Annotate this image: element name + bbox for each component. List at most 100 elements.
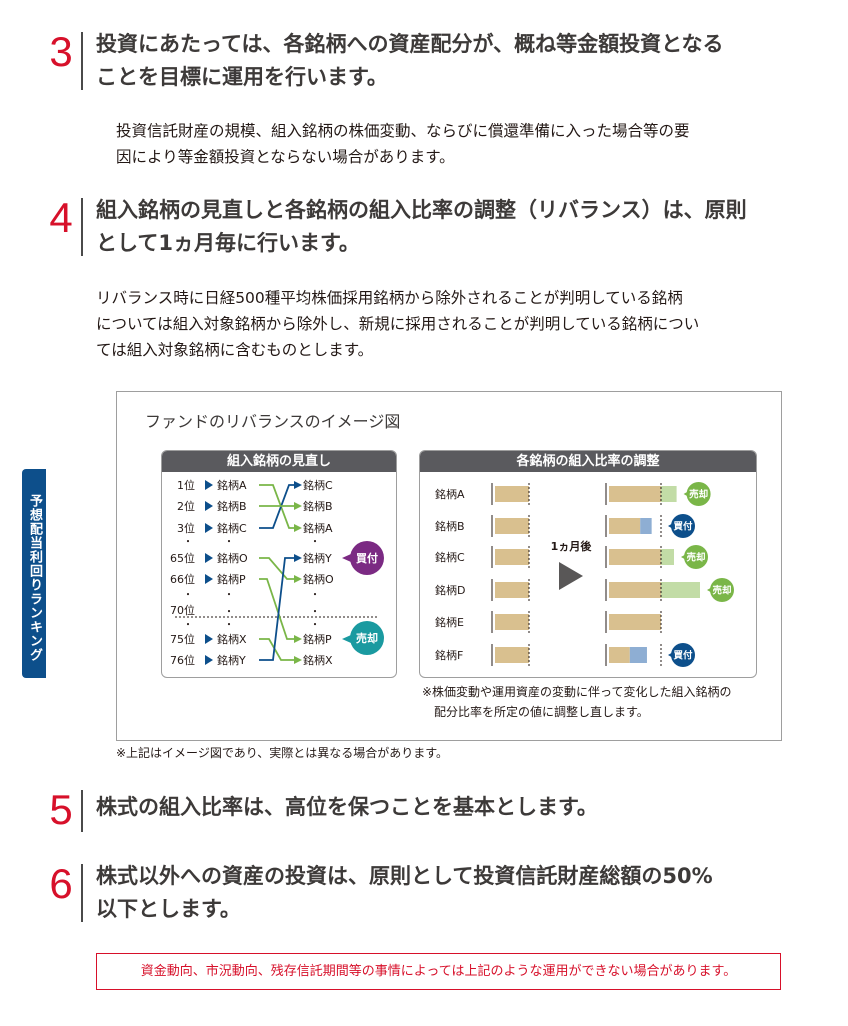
rank-label: 3位	[177, 521, 195, 535]
stock-label: 銘柄B	[435, 519, 465, 533]
arrow-head-icon	[294, 575, 302, 583]
sell-badge-label: 売却	[712, 585, 731, 597]
sell-pointer	[342, 635, 351, 643]
after-bar	[609, 549, 661, 565]
stock-label: 銘柄P	[303, 632, 332, 646]
stock-label: 銘柄A	[303, 521, 333, 535]
rank-label: 76位	[170, 653, 195, 667]
buy-pointer	[342, 554, 351, 562]
stock-label: 銘柄B	[303, 499, 333, 513]
buy-badge-label: 買付	[356, 551, 378, 565]
section-divider	[81, 864, 83, 922]
section-heading: 投資にあたっては、各銘柄への資産配分が、概ね等金額投資となる ことを目標に運用を…	[96, 32, 724, 89]
arrow-right-icon	[205, 655, 213, 665]
rank-label: 65位	[170, 551, 195, 565]
arrow-head-icon	[294, 656, 302, 664]
stock-label: 銘柄C	[217, 521, 247, 535]
excess-bar	[661, 549, 674, 565]
ellipsis-dot: ・	[183, 537, 193, 548]
section-3-body: 投資信託財産の規模、組入銘柄の株価変動、ならびに償還準備に入った場合等の要 因に…	[116, 122, 690, 166]
section-number: 3	[49, 28, 73, 75]
stock-label: 銘柄C	[303, 478, 333, 492]
arrow-head-icon	[294, 635, 302, 643]
sell-badge	[686, 482, 711, 506]
arrow-head-icon	[294, 554, 302, 562]
stock-label: 銘柄B	[217, 499, 247, 513]
stock-label: 銘柄X	[217, 632, 247, 646]
after-label: 1ヵ月後	[551, 539, 593, 553]
ellipsis-dot: ・	[224, 590, 234, 601]
ellipsis-dot: ・	[310, 590, 320, 601]
rank-label: 70位	[170, 603, 195, 617]
before-bar	[495, 647, 529, 663]
ellipsis-dot: ・	[224, 537, 234, 548]
before-bar	[495, 518, 529, 534]
arrow-right-icon	[205, 553, 213, 563]
after-bar	[609, 647, 630, 663]
arrow-right-icon	[205, 634, 213, 644]
ellipsis-dot: ・	[310, 537, 320, 548]
ranking-label: 予想配当利回りランキング	[22, 469, 46, 678]
buy-badge-label: 買付	[673, 521, 693, 533]
sell-badge-label: 売却	[689, 489, 708, 501]
stock-label: 銘柄C	[435, 550, 465, 564]
buy-badge	[671, 514, 695, 538]
shortfall-bar	[629, 647, 647, 663]
ellipsis-dot: ・	[224, 607, 234, 618]
section-divider	[81, 198, 83, 256]
right-panel-header: 各銘柄の組入比率の調整	[420, 451, 756, 472]
section-number: 6	[49, 860, 73, 907]
stock-label: 銘柄Y	[303, 551, 332, 565]
notice-box: 資金動向、市況動向、残存信託期間等の事情によっては上記のような運用ができない場合…	[96, 953, 781, 990]
ellipsis-dot: ・	[224, 620, 234, 631]
ellipsis-dot: ・	[183, 620, 193, 631]
stock-label: 銘柄A	[435, 487, 465, 501]
arrow-right-icon	[205, 480, 213, 490]
buy-badge	[671, 643, 695, 667]
stock-label: 銘柄A	[217, 478, 247, 492]
section-heading: 株式の組入比率は、高位を保つことを基本とします。	[96, 795, 598, 819]
arrow-right-icon	[205, 574, 213, 584]
move-line	[259, 557, 299, 661]
arrow-head-icon	[294, 524, 302, 532]
move-line	[259, 557, 299, 580]
before-bar	[495, 614, 529, 630]
stock-label: 銘柄X	[303, 653, 333, 667]
after-bar	[609, 582, 661, 598]
arrow-head-icon	[294, 502, 302, 510]
stock-label: 銘柄O	[303, 572, 334, 586]
before-bar	[495, 582, 529, 598]
rank-label: 2位	[177, 499, 195, 513]
excess-bar	[661, 582, 700, 598]
section-number: 5	[49, 786, 73, 833]
after-bar	[609, 518, 641, 534]
section-divider	[81, 790, 83, 832]
arrow-right-icon	[205, 501, 213, 511]
right-panel-note: ※株価変動や運用資産の変動に伴って変化した組入銘柄の 配分比率を所定の値に調整し…	[422, 685, 732, 719]
ranking-diagram: 1位 2位 3位 65位 66位 70位 75位 76位 銘柄A 銘柄B 銘柄C…	[170, 478, 384, 667]
sell-badge	[710, 578, 734, 602]
buy-badge	[350, 541, 384, 575]
section-divider	[81, 32, 83, 90]
buy-badge-label: 買付	[673, 650, 693, 662]
move-line	[259, 578, 299, 640]
stock-label: 銘柄O	[217, 551, 248, 565]
after-bar	[609, 614, 661, 630]
stock-label: 銘柄E	[435, 615, 464, 629]
section-4-body: リバランス時に日経500種平均株価採用銘柄から除外されることが判明している銘柄 …	[96, 289, 700, 359]
figure-footnote: ※上記はイメージ図であり、実際とは異なる場合があります。	[116, 746, 449, 760]
sell-badge-label: 売却	[686, 552, 705, 564]
stock-label: 銘柄Y	[217, 653, 246, 667]
arrow-right-icon	[205, 523, 213, 533]
before-bar	[495, 486, 529, 502]
arrow-head-icon	[294, 481, 302, 489]
move-line	[259, 638, 299, 661]
rank-label: 75位	[170, 632, 195, 646]
stock-label: 銘柄D	[435, 583, 465, 597]
rank-label: 66位	[170, 572, 195, 586]
ellipsis-dot: ・	[183, 590, 193, 601]
rebalance-figure: ファンドのリバランスのイメージ図	[116, 391, 782, 741]
excess-bar	[661, 486, 677, 502]
left-panel-header: 組入銘柄の見直し	[162, 451, 396, 472]
